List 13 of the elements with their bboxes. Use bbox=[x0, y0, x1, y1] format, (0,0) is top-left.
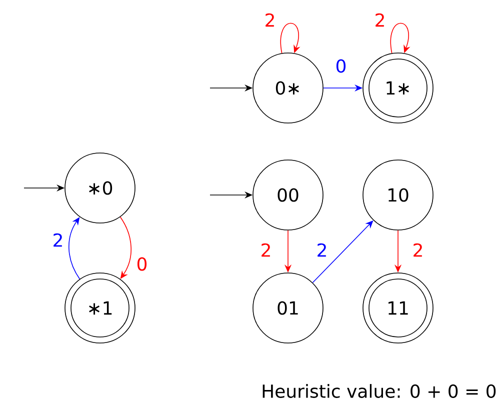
arrow bbox=[68, 217, 80, 280]
edge-label: 2 bbox=[315, 242, 329, 258]
arrow bbox=[280, 22, 300, 54]
caption-text: Heuristic value: 0 + 0 = 0 bbox=[262, 384, 496, 398]
edge-label: 0 bbox=[334, 58, 348, 74]
arrow bbox=[120, 216, 132, 279]
edge-label: 2 bbox=[51, 232, 65, 248]
arrow bbox=[390, 22, 410, 54]
edge-label: 0 bbox=[135, 256, 149, 272]
edge-label: 2 bbox=[259, 242, 273, 258]
edge-label: 2 bbox=[263, 12, 277, 28]
edge-label: 2 bbox=[373, 12, 387, 28]
edge-label: 2 bbox=[411, 242, 425, 258]
